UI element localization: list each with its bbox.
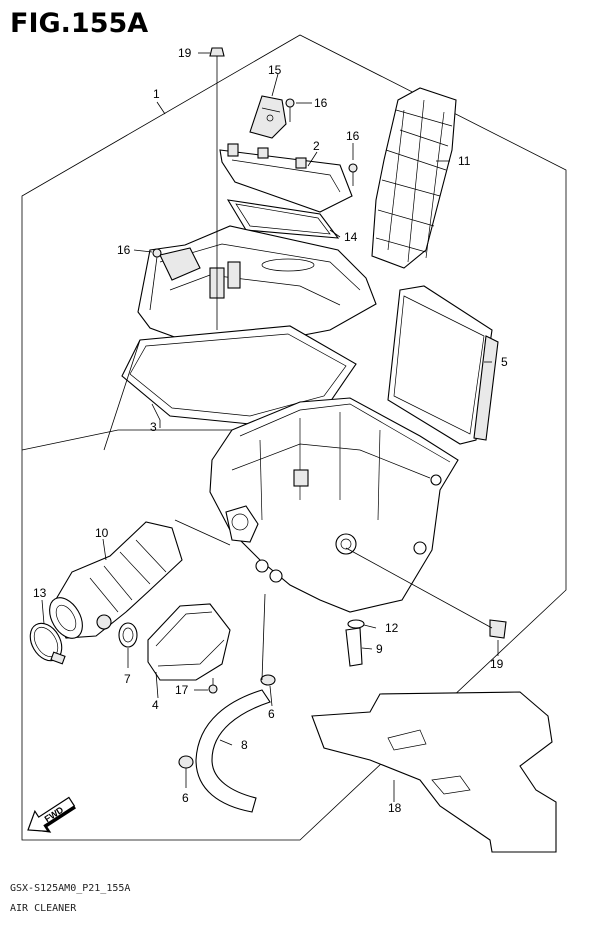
part-5-element[interactable] [387, 285, 499, 445]
part-4-cover[interactable] [147, 603, 231, 681]
part-14-gasket[interactable] [226, 199, 340, 239]
part-3-seal[interactable] [121, 325, 357, 425]
callout-6-lower: 6 [182, 791, 189, 805]
callout-5: 5 [501, 355, 508, 369]
callout-18: 18 [388, 801, 402, 815]
part-12-clip[interactable] [347, 619, 365, 629]
callout-8: 8 [241, 738, 248, 752]
part-6-clip-upper[interactable] [260, 674, 276, 686]
callout-17: 17 [175, 683, 189, 697]
callout-15: 15 [268, 63, 282, 77]
callout-2: 2 [313, 139, 320, 153]
callout-1: 1 [153, 87, 160, 101]
part-10-boot[interactable] [43, 521, 183, 644]
callout-14: 14 [344, 230, 358, 244]
callout-16-upper: 16 [314, 96, 328, 110]
part-18-plate[interactable] [311, 691, 557, 853]
leader-lines [21, 52, 499, 802]
part-2-cover[interactable] [219, 143, 353, 213]
callout-6-upper: 6 [268, 707, 275, 721]
callout-13: 13 [33, 586, 47, 600]
part-11-duct[interactable] [371, 87, 457, 269]
callout-16-mid: 16 [346, 129, 360, 143]
callout-labels: 1 19 15 16 2 16 11 14 16 5 3 10 13 7 17 … [33, 46, 508, 815]
part-9-drain[interactable] [345, 627, 363, 667]
bolt-19-upper[interactable] [209, 47, 225, 330]
callout-7: 7 [124, 672, 131, 686]
callout-16-left: 16 [117, 243, 131, 257]
part-7-clamp[interactable] [118, 622, 138, 648]
part-13-clamp[interactable] [24, 618, 68, 667]
part-8-hose[interactable] [195, 689, 271, 813]
callout-11: 11 [458, 154, 471, 168]
callout-19-upper: 19 [178, 46, 192, 60]
bolt-19-lower[interactable] [489, 619, 507, 639]
screw-17[interactable] [208, 678, 218, 694]
part-15-bracket[interactable] [249, 95, 287, 139]
figure-name: AIR CLEANER [10, 903, 77, 914]
upper-case[interactable] [137, 225, 377, 351]
screw-16-upper[interactable] [285, 98, 295, 122]
callout-3: 3 [150, 420, 157, 434]
model-code: GSX-S125AM0_P21_155A [10, 883, 131, 894]
callout-4: 4 [152, 698, 159, 712]
callout-19-lower: 19 [490, 657, 504, 671]
callout-10: 10 [95, 526, 109, 540]
part-6-clip-lower[interactable] [178, 755, 194, 769]
fwd-arrow-icon: FWD [27, 796, 76, 833]
assembly-outline [21, 34, 567, 841]
callout-12: 12 [385, 621, 399, 635]
screw-16-mid[interactable] [348, 163, 358, 186]
figure-title: FIG.155A [10, 8, 149, 39]
lower-case[interactable] [209, 397, 459, 613]
screw-16-left[interactable] [149, 248, 162, 311]
callout-9: 9 [376, 642, 383, 656]
